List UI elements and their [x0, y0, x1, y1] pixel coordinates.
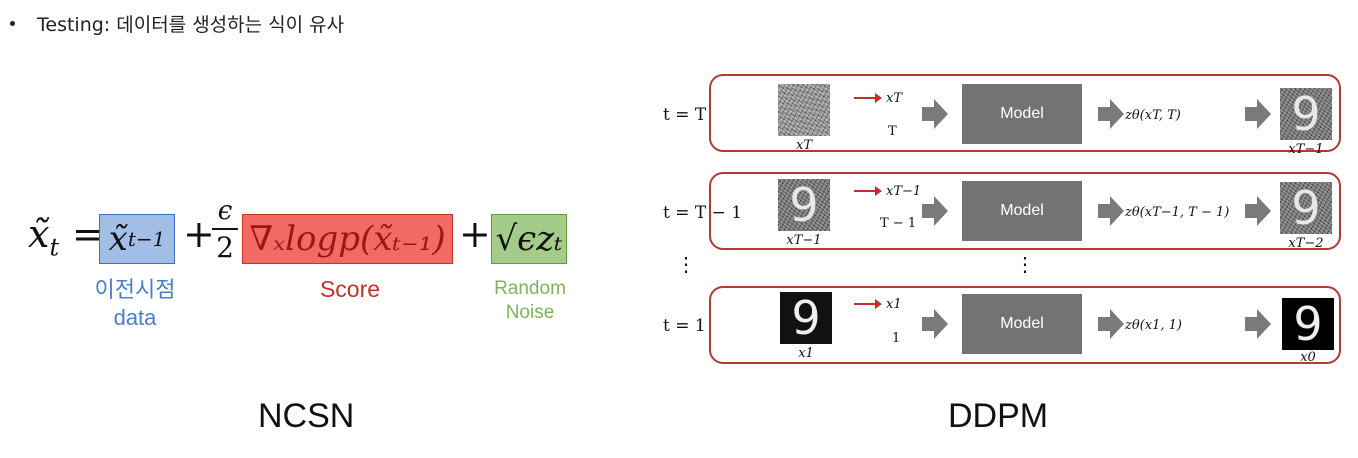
header-bullet: Testing: 데이터를 생성하는 식이 유사 [10, 10, 344, 37]
input-digit-image: 9 [778, 179, 830, 231]
caption-line: Random [494, 278, 566, 299]
plus-sign: + [183, 212, 215, 256]
plus-sign: + [459, 212, 491, 256]
fraction-bar [212, 228, 238, 230]
ddpm-step-row [709, 74, 1341, 152]
right-arrow-icon [922, 196, 948, 226]
prev-subscript: t−1 [127, 227, 166, 251]
output-digit-image: 9 [1282, 298, 1334, 350]
previous-data-term: x̃t−1 [99, 214, 175, 264]
output-digit-image: 9 [1280, 182, 1332, 234]
input-x-label: xT−1 [886, 184, 922, 199]
caption-line: Noise [505, 301, 555, 323]
fraction-denominator: 2 [216, 231, 234, 264]
ellipsis: ⋮ [1015, 252, 1035, 276]
right-arrow-icon [1245, 309, 1271, 339]
timestep-label: t = 1 [663, 316, 706, 336]
ddpm-step-row [709, 286, 1341, 364]
model-box: Model [962, 84, 1082, 144]
model-output-label: zθ(x1, 1) [1125, 318, 1182, 333]
right-arrow-icon [922, 309, 948, 339]
right-arrow-icon [1098, 309, 1124, 339]
input-x-label: xT [886, 91, 903, 106]
right-arrow-icon [922, 99, 948, 129]
model-box: Model [962, 294, 1082, 354]
header-text: Testing: 데이터를 생성하는 식이 유사 [37, 14, 345, 36]
ellipsis: ⋮ [676, 252, 696, 276]
input-image-label: xT−1 [786, 233, 822, 248]
right-arrow-icon [1098, 196, 1124, 226]
equals-sign: = [72, 212, 104, 256]
output-image-label: x0 [1300, 350, 1316, 365]
lhs-symbol: x̃ [28, 212, 50, 256]
input-noise-image [778, 84, 830, 136]
input-t-label: 1 [892, 331, 901, 346]
random-noise-caption: Random Noise [480, 277, 580, 325]
input-t-label: T − 1 [880, 216, 917, 231]
input-x-label: x1 [886, 297, 902, 312]
output-digit-image: 9 [1280, 88, 1332, 140]
score-caption: Score [319, 276, 381, 302]
prev-symbol: x̃ [108, 219, 128, 259]
output-image-label: xT−1 [1288, 142, 1324, 157]
timestep-label: t = T − 1 [663, 203, 743, 223]
right-arrow-icon [1098, 99, 1124, 129]
input-digit-image: 9 [780, 292, 832, 344]
caption-line: 이전시점 [94, 277, 176, 302]
lhs-subscript: t [49, 233, 60, 262]
timestep-label: t = T [663, 105, 707, 125]
fraction-numerator: ϵ [217, 196, 233, 226]
bullet-dot [10, 21, 15, 26]
ncsn-lhs: x̃t [28, 212, 59, 262]
step-fraction: ϵ 2 [212, 196, 238, 264]
output-image-label: xT−2 [1288, 236, 1324, 251]
right-arrow-icon [1245, 99, 1271, 129]
noise-term: √ϵzₜ [491, 214, 567, 264]
score-term: ∇ₓlogp(x̃ₜ₋₁) [242, 214, 453, 264]
model-output-label: zθ(xT−1, T − 1) [1125, 205, 1230, 220]
input-t-label: T [888, 124, 897, 139]
red-arrow [854, 93, 882, 103]
model-box: Model [962, 181, 1082, 241]
red-arrow [854, 186, 882, 196]
previous-data-caption: 이전시점 data [75, 276, 195, 331]
red-arrow [854, 299, 882, 309]
ddpm-title: DDPM [948, 397, 1049, 435]
ncsn-title: NCSN [258, 397, 355, 435]
input-image-label: x1 [798, 346, 814, 361]
ddpm-step-row [709, 172, 1341, 250]
input-image-label: xT [795, 138, 812, 153]
model-output-label: zθ(xT, T) [1125, 108, 1181, 123]
caption-line: data [113, 304, 157, 330]
right-arrow-icon [1245, 196, 1271, 226]
